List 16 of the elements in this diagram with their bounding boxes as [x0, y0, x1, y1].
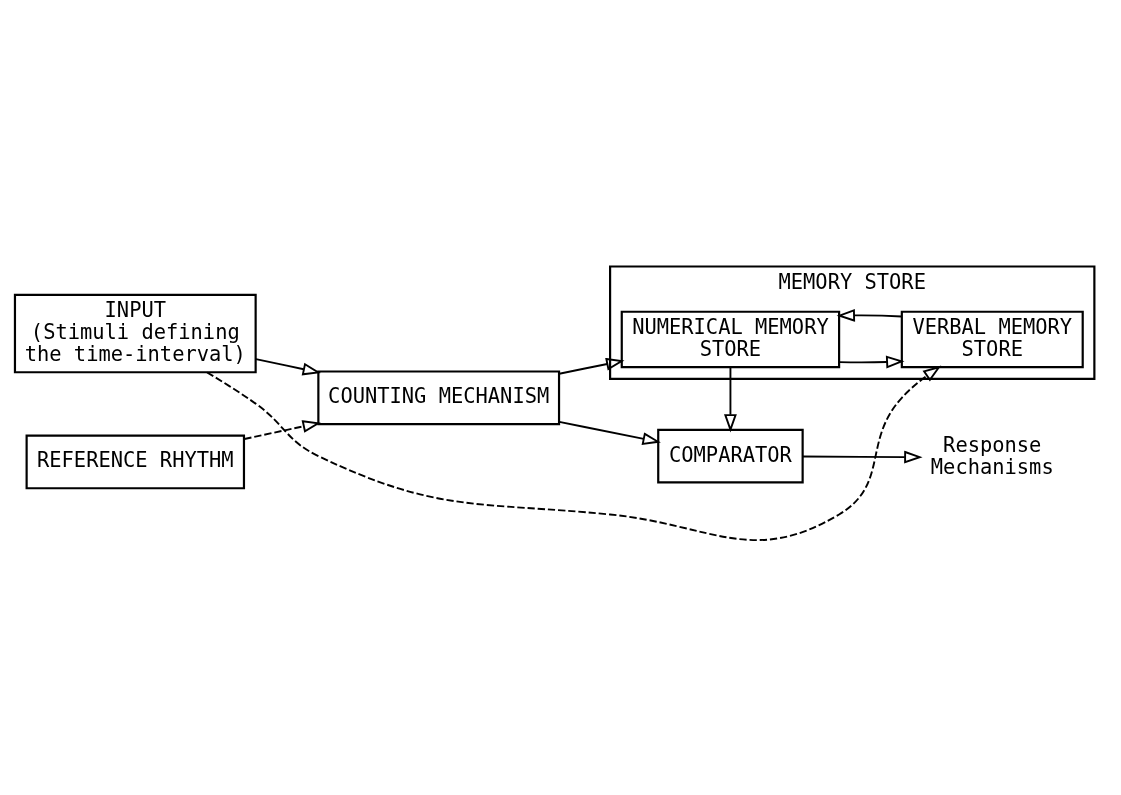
arrow: [206, 365, 942, 541]
arrow: [801, 450, 923, 464]
arrow: [243, 420, 321, 440]
node-box: NUMERICAL MEMORY STORE: [620, 310, 841, 369]
arrow: [724, 366, 737, 433]
node-box: INPUT (Stimuli defining the time-interval): [13, 293, 257, 374]
arrow: [558, 420, 661, 446]
node-box: REFERENCE RHYTHM: [25, 434, 246, 490]
arrow: [838, 355, 905, 369]
arrow: [836, 308, 903, 322]
arrow: [255, 358, 321, 376]
node-box: VERBAL MEMORY STORE: [900, 310, 1084, 369]
node-box: COUNTING MECHANISM: [317, 370, 561, 426]
arrow: [558, 357, 625, 375]
node-box: COMPARATOR: [657, 428, 804, 484]
node-text: Response Mechanisms: [930, 433, 1054, 479]
